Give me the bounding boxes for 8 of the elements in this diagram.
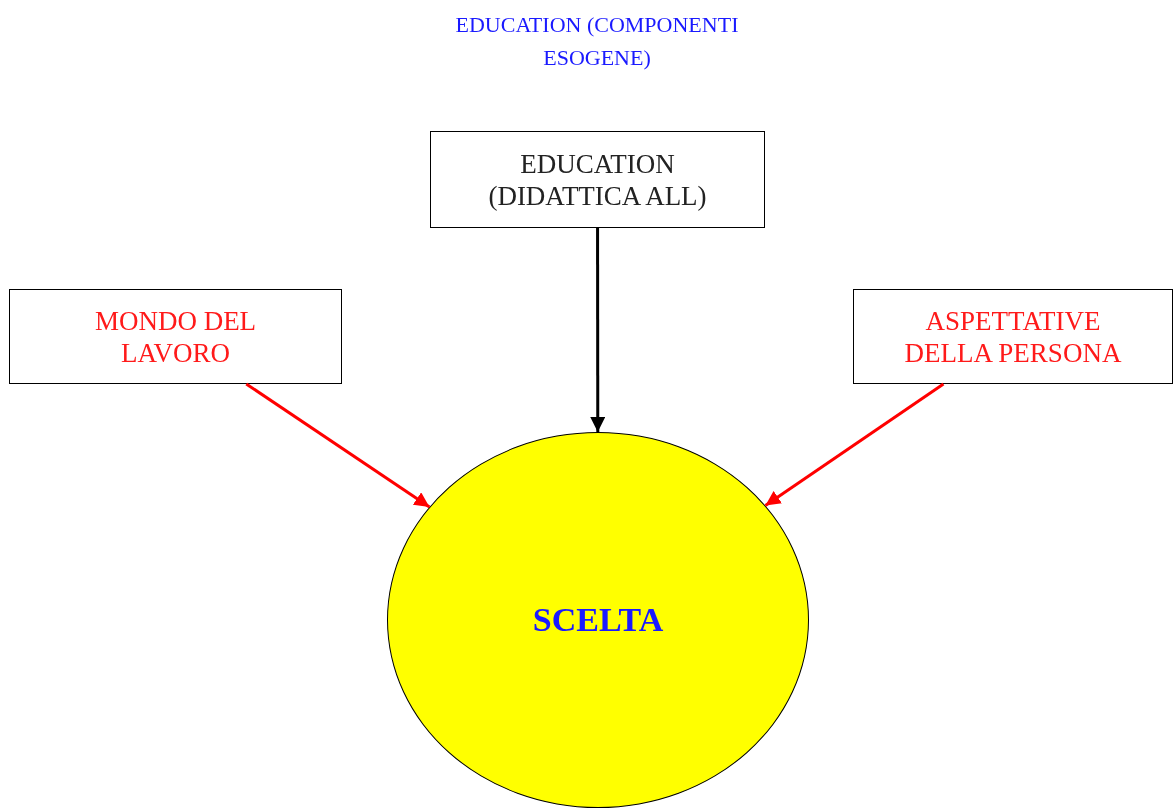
node-label: SCELTA [532, 601, 664, 639]
diagram-title: EDUCATION (COMPONENTI ESOGENE) [454, 11, 740, 72]
arrow [590, 228, 606, 432]
arrow [764, 382, 945, 507]
text-box: ASPETTATIVE DELLA PERSONA [853, 289, 1173, 384]
text-box: MONDO DEL LAVORO [9, 289, 342, 384]
text-box: EDUCATION (DIDATTICA ALL) [430, 131, 765, 228]
arrow [245, 382, 431, 509]
